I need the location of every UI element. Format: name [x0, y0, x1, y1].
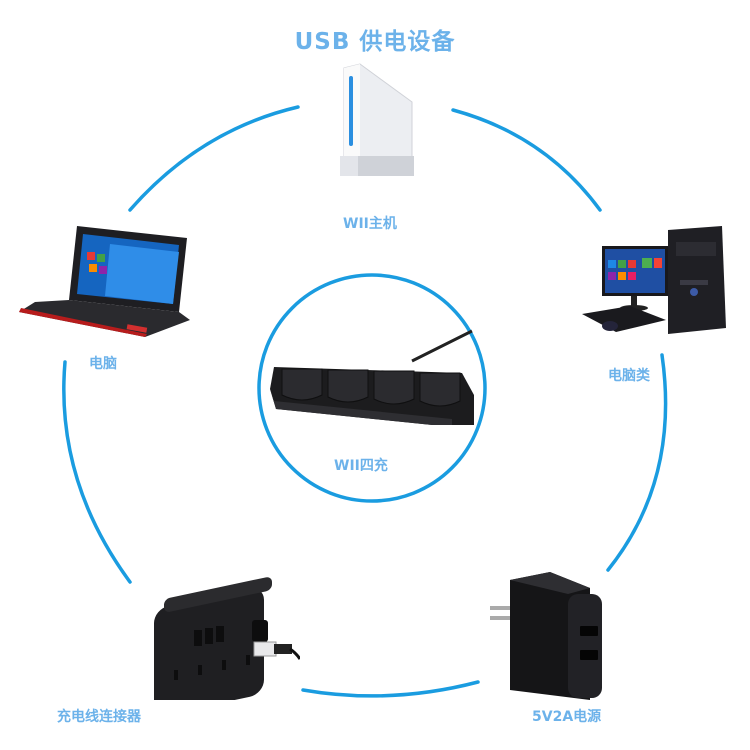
ring-arc-top-right: [451, 108, 602, 212]
ring-arc-bottom: [301, 680, 480, 698]
page-title: USB 供电设备: [294, 29, 456, 55]
power-strip-icon: [150, 570, 302, 715]
ring-arc-left: [62, 360, 132, 584]
device-label-adapter: 5V2A电源: [532, 709, 602, 725]
center-circle: [257, 273, 487, 503]
usb-power-adapter-icon: [490, 570, 610, 700]
ring-arc-top-left: [128, 105, 300, 212]
device-label-power-strip: 充电线连接器: [57, 709, 141, 725]
laptop-icon: [15, 222, 195, 337]
wii-console-icon: [330, 62, 420, 182]
device-label-desktop: 电脑类: [608, 368, 650, 384]
device-label-laptop: 电脑: [89, 356, 117, 372]
device-label-wii: WII主机: [343, 216, 397, 232]
ring-arc-right: [606, 353, 668, 572]
center-label: WII四充: [334, 458, 388, 474]
wii-quad-charger-icon: [262, 325, 482, 427]
desktop-pc-icon: [576, 222, 736, 344]
